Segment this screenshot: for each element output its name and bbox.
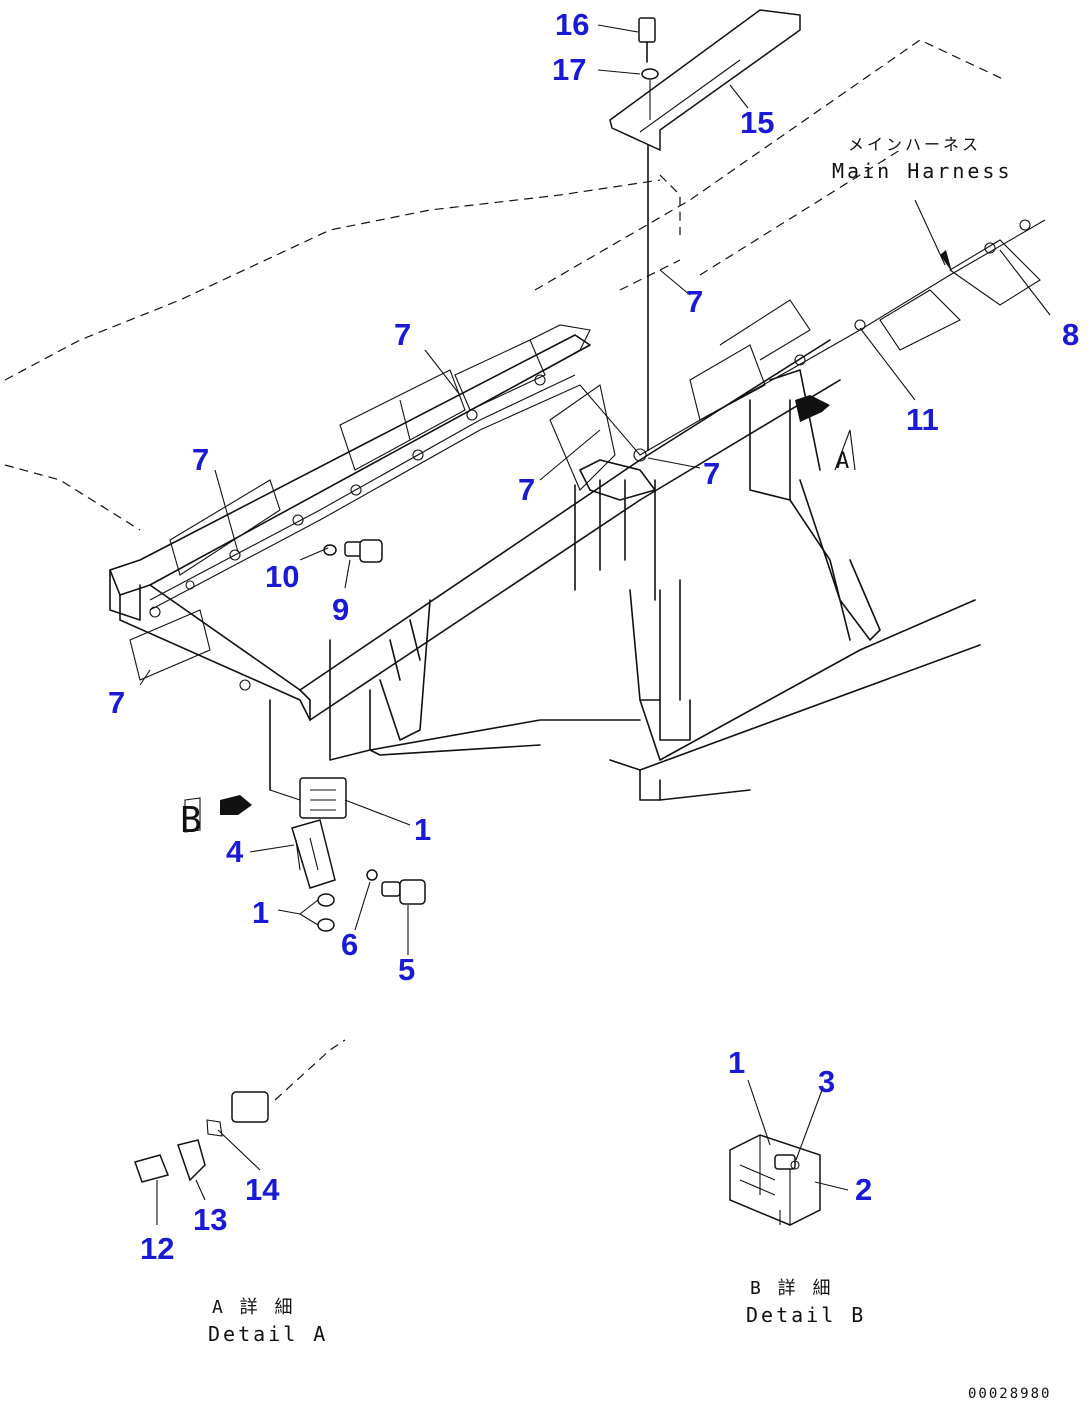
callout-6: 6 bbox=[341, 927, 358, 962]
callout-8: 8 bbox=[1062, 317, 1079, 352]
callout-2: 2 bbox=[855, 1172, 872, 1207]
view-arrow-b bbox=[184, 795, 252, 833]
main-harness-pointer bbox=[914, 199, 952, 272]
frame-beams bbox=[109, 334, 981, 801]
main-harness-label-jp: メインハーネス bbox=[848, 135, 981, 154]
detail-a-parts bbox=[134, 1039, 346, 1225]
callout-numbers: 16 17 15 8 11 7 7 7 7 7 7 10 9 1 4 1 6 5… bbox=[108, 7, 1079, 1266]
callout-7-right: 7 bbox=[686, 284, 703, 319]
main-harness-route bbox=[149, 219, 1046, 691]
callout-7-post: 7 bbox=[703, 456, 720, 491]
callout-1-detail-b: 1 bbox=[728, 1045, 745, 1080]
callout-7-top: 7 bbox=[394, 317, 411, 352]
frame-phantom-lines bbox=[4, 39, 1006, 531]
callout-7-left: 7 bbox=[192, 442, 209, 477]
detail-a-label-jp: A 詳 細 bbox=[212, 1297, 296, 1318]
callout-14: 14 bbox=[245, 1172, 280, 1207]
callout-1-nuts: 1 bbox=[252, 895, 269, 930]
view-arrow-a bbox=[795, 395, 856, 471]
main-harness-label-en: Main Harness bbox=[832, 159, 1013, 183]
drawing-number: 00028980 bbox=[968, 1386, 1051, 1402]
detail-b-parts bbox=[729, 1134, 821, 1226]
callout-16: 16 bbox=[555, 7, 589, 42]
detail-a-label-en: Detail A bbox=[208, 1322, 328, 1346]
detail-b-label-en: Detail B bbox=[746, 1303, 866, 1327]
callout-1-relay: 1 bbox=[414, 812, 431, 847]
callout-17: 17 bbox=[552, 52, 586, 87]
view-a-label: A bbox=[836, 449, 852, 474]
view-b-label: B bbox=[180, 800, 202, 841]
callout-15: 15 bbox=[740, 105, 774, 140]
callout-3: 3 bbox=[818, 1064, 835, 1099]
bolt-washer-9-10 bbox=[323, 539, 383, 563]
relay-assembly bbox=[269, 699, 426, 932]
callout-9: 9 bbox=[332, 592, 349, 627]
callout-7-bottom: 7 bbox=[108, 685, 125, 720]
harness-clips bbox=[129, 239, 1041, 681]
leader-lines bbox=[139, 24, 1051, 1201]
callout-12: 12 bbox=[140, 1231, 174, 1266]
callout-11: 11 bbox=[906, 402, 939, 437]
callout-5: 5 bbox=[398, 952, 415, 987]
detail-b-label-jp: B 詳 細 bbox=[750, 1278, 834, 1299]
bracket-assembly bbox=[609, 9, 801, 451]
callout-7-center: 7 bbox=[518, 472, 535, 507]
drawing-labels: メインハーネス Main Harness A B A 詳 細 Detail A … bbox=[180, 135, 1051, 1402]
callout-13: 13 bbox=[193, 1202, 227, 1237]
callout-4: 4 bbox=[226, 834, 244, 869]
callout-10: 10 bbox=[265, 559, 299, 594]
